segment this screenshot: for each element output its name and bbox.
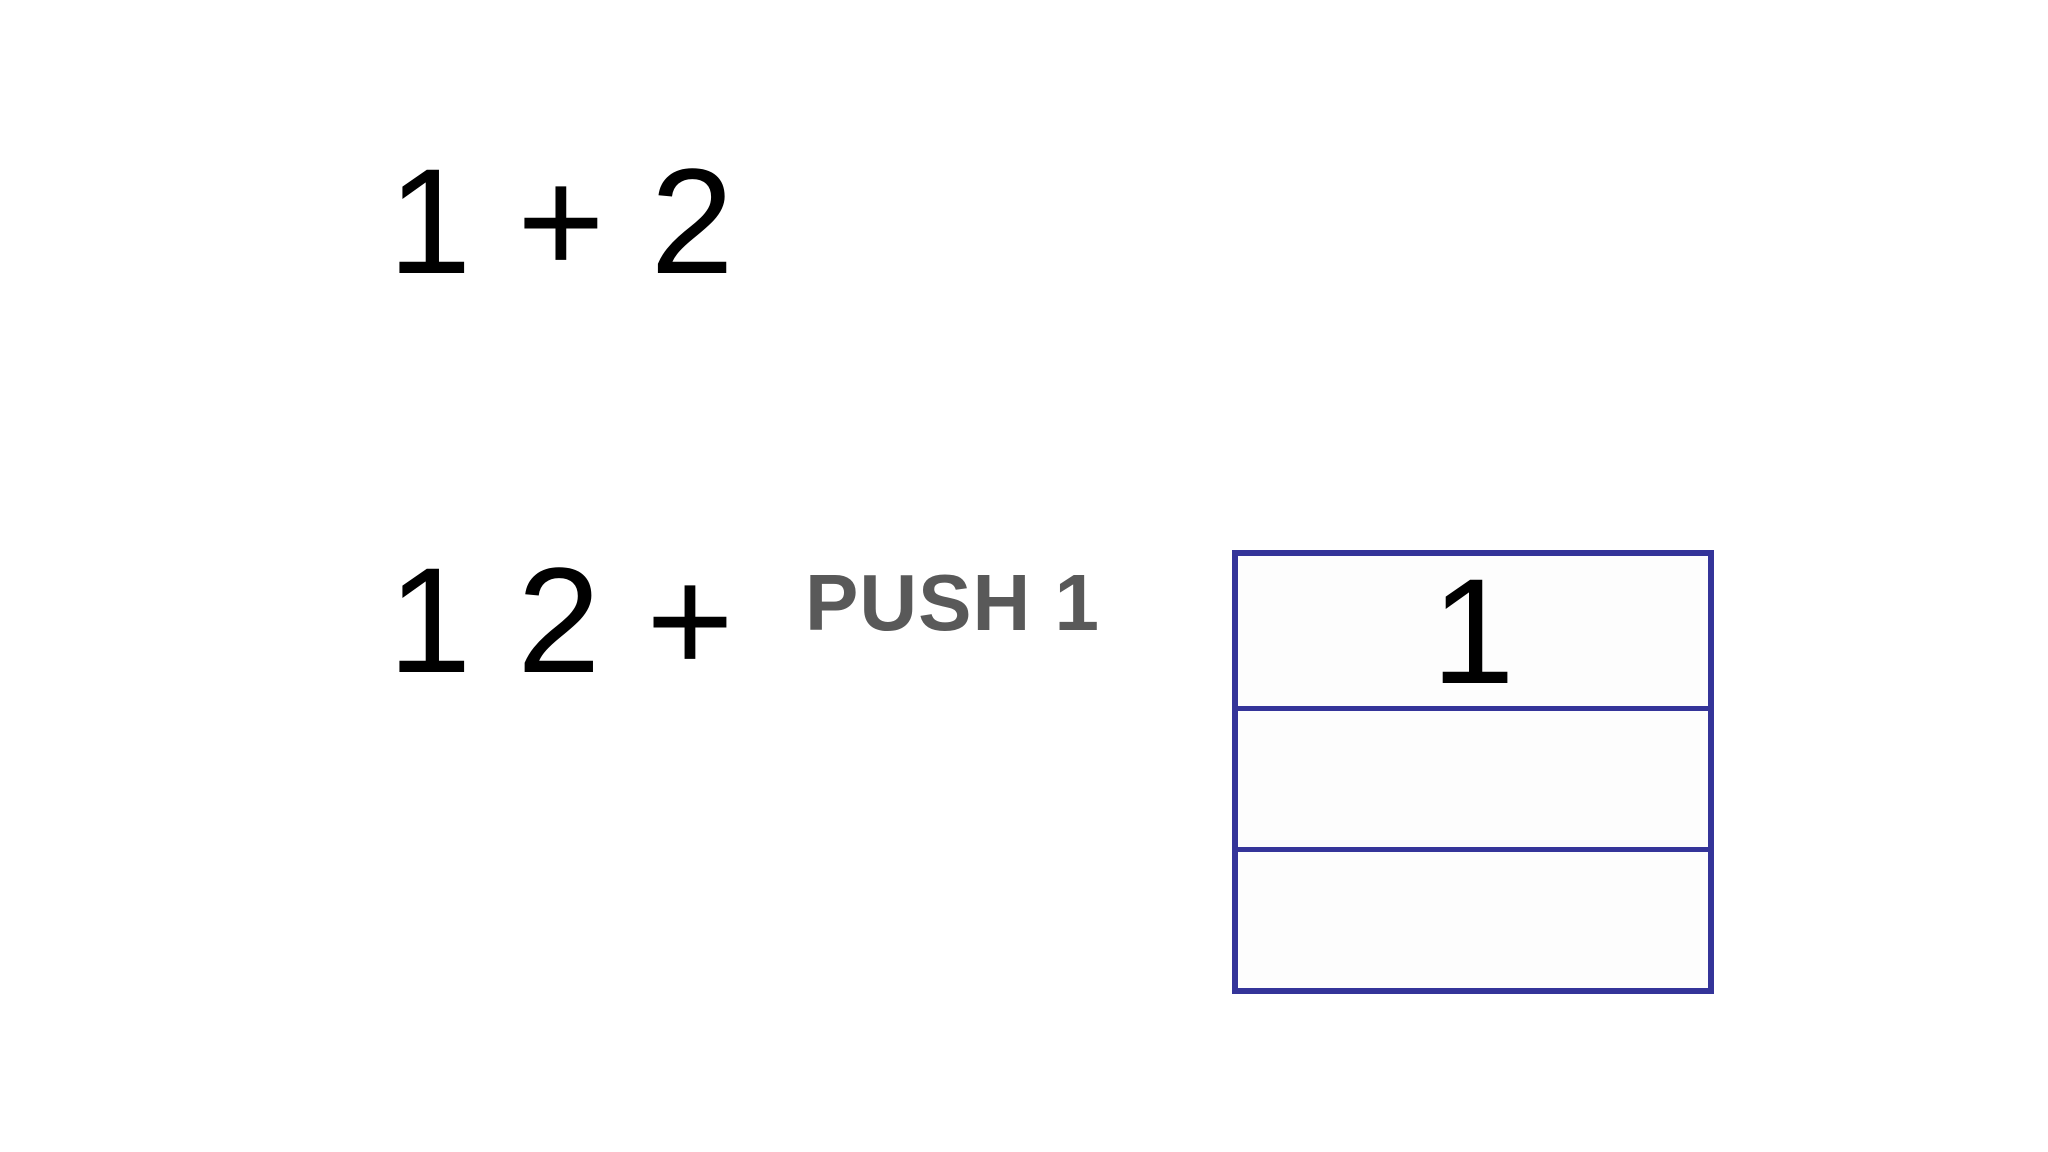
stack-diagram: 1 (1232, 550, 1714, 994)
stack-cell-top: 1 (1238, 556, 1708, 706)
push-operation-label: PUSH 1 (805, 558, 1100, 647)
infix-expression: 1 + 2 (388, 137, 736, 305)
stack-cell-bottom (1238, 847, 1708, 988)
stack-cell-top-value: 1 (1431, 547, 1515, 715)
postfix-expression: 1 2 + (388, 536, 736, 704)
stack-cell-middle (1238, 706, 1708, 847)
